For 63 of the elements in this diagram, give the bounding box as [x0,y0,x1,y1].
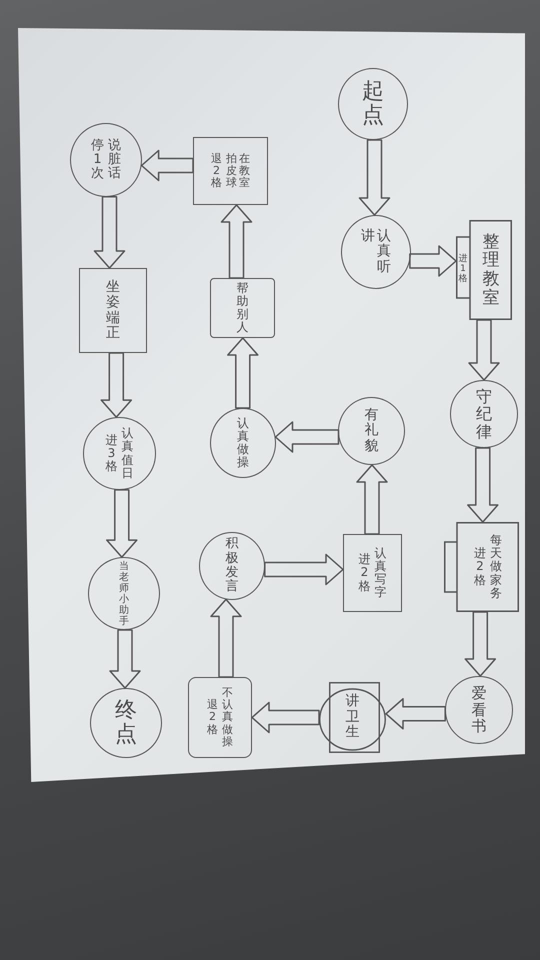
block-arrow [106,489,138,558]
circle-node [70,123,142,197]
node-label: 进2格 [474,547,486,587]
circle-node [338,68,408,140]
node-label: 积极发言 [226,537,238,595]
tabbed-square-node [456,220,512,320]
node-label: 认真听讲 [361,228,391,276]
square-node [79,268,147,353]
rounded-square-node [188,677,252,758]
node-label: 进3格 [106,434,118,474]
block-arrow [100,352,132,418]
circle-node [338,397,405,465]
circle-node [445,676,513,744]
block-arrow [140,150,194,182]
circle-node [90,688,162,758]
circle-node [450,380,518,448]
node-label: 整理教室 [482,232,500,308]
node-label: 进1格 [458,255,468,285]
circle-node [83,417,156,490]
node-label: 在教室拍皮球 [226,152,250,190]
block-arrow [356,464,388,535]
circle-node [210,408,276,478]
node-label: 认真写字 [374,546,386,600]
node-label: 不认真做操 [222,687,233,748]
node-label: 认真做操 [237,416,249,470]
node-label: 帮助别人 [236,282,248,334]
square-node [343,534,402,612]
block-arrow [468,319,500,381]
block-arrow [274,421,340,453]
node-label: 有礼貌 [364,408,378,454]
node-label: 守纪律 [476,388,492,440]
node-label: 进2格 [358,553,370,593]
block-arrow [251,702,320,734]
block-arrow [464,611,496,677]
node-label: 当老师小助手 [119,560,129,626]
square-node [193,137,268,205]
node-label: 退2格 [211,152,222,190]
block-arrow [467,447,499,523]
node-label: 起点 [362,80,384,128]
block-arrow [94,196,126,269]
block-arrow [210,598,242,678]
circle-node [199,532,265,600]
block-arrow [385,698,446,730]
node-label: 说脏话 [108,138,121,182]
circle-in-square-node [319,682,386,753]
node-label: 讲卫生 [346,694,360,741]
block-arrow [220,204,252,279]
tabbed-square-node [444,522,519,612]
circle-node [88,557,160,630]
block-arrow [358,139,390,216]
block-arrow [264,554,344,586]
node-label: 坐姿端正 [106,280,120,342]
node-label: 认真值日 [122,427,134,480]
node-label: 停1次 [91,138,104,182]
block-arrow [409,245,457,277]
node-label: 每天做家务 [490,534,502,600]
block-arrow [227,337,259,409]
circle-node [341,215,411,289]
node-label: 爱看书 [472,685,486,735]
node-label: 终点 [115,698,137,748]
block-arrow [109,629,141,689]
rounded-square-node [210,278,275,338]
node-label: 退2格 [207,699,218,736]
